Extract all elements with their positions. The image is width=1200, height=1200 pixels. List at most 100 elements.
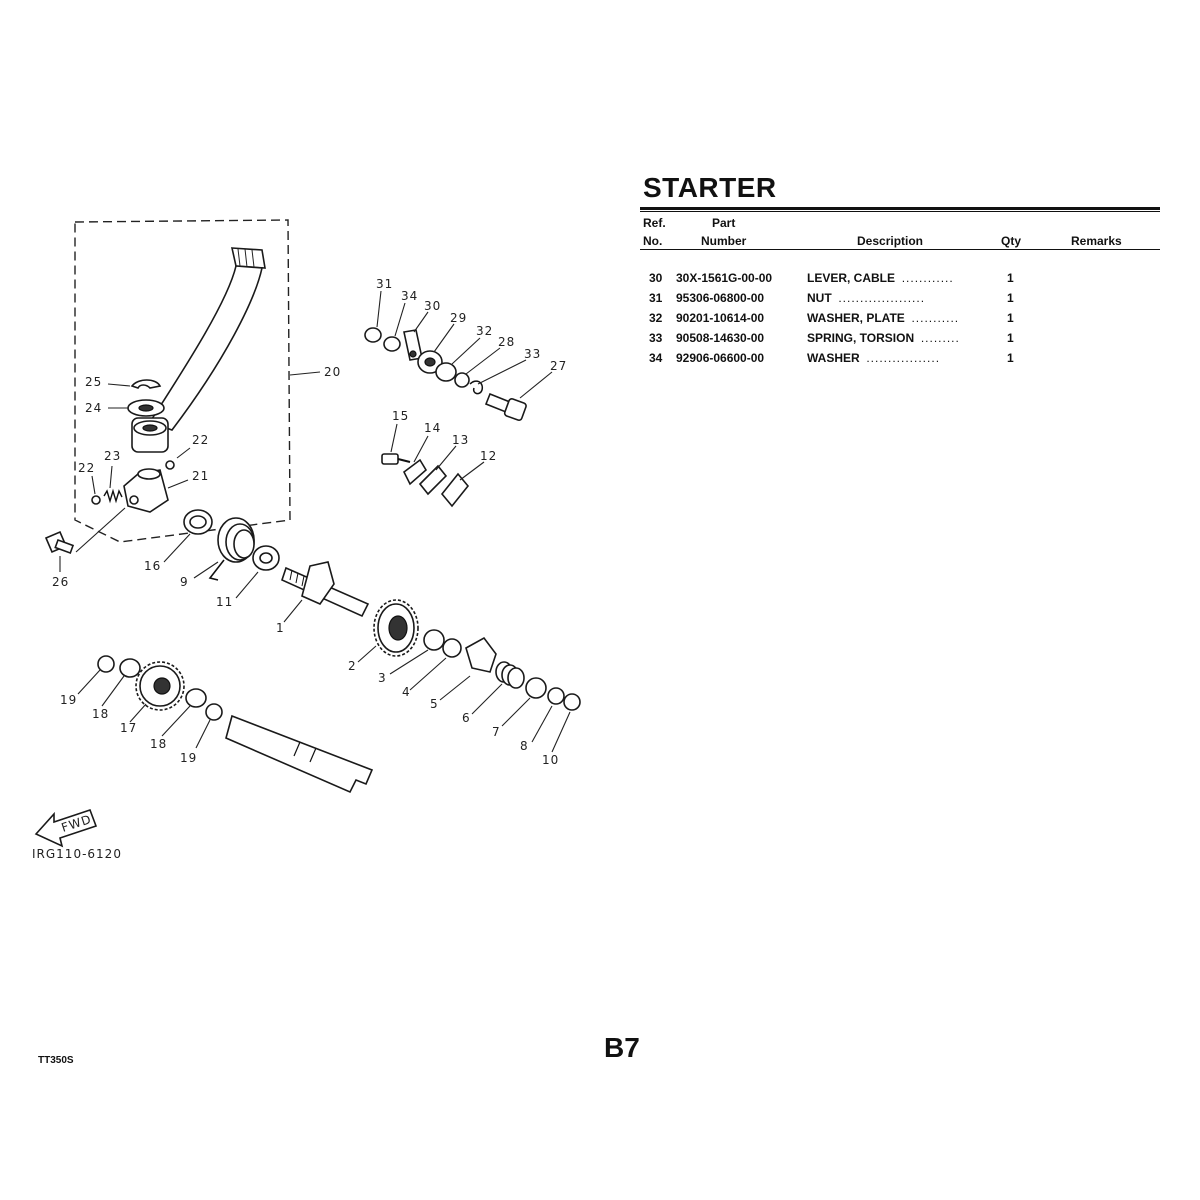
- leader-dots: .........: [920, 331, 960, 345]
- header-part-bottom: Number: [701, 234, 747, 248]
- clip-part: [130, 379, 162, 389]
- part-number: 90201-10614-00: [676, 311, 765, 325]
- ref-number: 31: [649, 291, 663, 305]
- callout-4: 4: [402, 685, 411, 699]
- title-rule: [640, 207, 1160, 210]
- washer-part: [547, 687, 565, 705]
- header-description: Description: [857, 234, 924, 248]
- exploded-parts-diagram: FWD IRG110-6120 31 34 30 29 32 28 33 27 …: [32, 219, 581, 861]
- part-description: NUT: [807, 291, 832, 305]
- callout-30: 30: [424, 299, 441, 313]
- quantity: 1: [1007, 271, 1014, 285]
- callout-1: 1: [276, 621, 285, 635]
- callout-6: 6: [462, 711, 471, 725]
- part-number: 30X-1561G-00-00: [676, 271, 773, 285]
- callout-23: 23: [104, 449, 121, 463]
- callout-18: 18: [92, 707, 109, 721]
- callout-22: 22: [192, 433, 209, 447]
- page-identifier: B7: [604, 1032, 640, 1063]
- circlip-part: [97, 655, 115, 673]
- table-row: 34 92906-06600-00 WASHER ...............…: [640, 351, 1160, 371]
- callout-20: 20: [324, 365, 341, 379]
- header-rule: [640, 249, 1160, 250]
- idle-gear-part: [135, 661, 185, 711]
- callout-25: 25: [85, 375, 102, 389]
- washer-part: [525, 677, 547, 699]
- ref-number: 30: [649, 271, 663, 285]
- circlip-part: [442, 638, 462, 658]
- callout-22b: 22: [78, 461, 95, 475]
- spring-part: [103, 488, 123, 504]
- kick-lever-part: [131, 247, 266, 453]
- quantity: 1: [1007, 291, 1014, 305]
- callout-9: 9: [180, 575, 189, 589]
- callout-18b: 18: [150, 737, 167, 751]
- callout-26: 26: [52, 575, 69, 589]
- table-row: 30 30X-1561G-00-00 LEVER, CABLE ........…: [640, 271, 1160, 291]
- callout-19: 19: [60, 693, 77, 707]
- title-rule-thin: [640, 211, 1160, 212]
- torsion-spring-part: [208, 517, 255, 581]
- callout-29: 29: [450, 311, 467, 325]
- callout-24: 24: [85, 401, 102, 415]
- callout-7: 7: [492, 725, 501, 739]
- washer-part: [423, 629, 445, 651]
- ref-number: 34: [649, 351, 663, 365]
- callout-32: 32: [476, 324, 493, 338]
- callout-28: 28: [498, 335, 515, 349]
- part-number: 92906-06600-00: [676, 351, 765, 365]
- quantity: 1: [1007, 311, 1014, 325]
- leader-dots: ............: [901, 271, 954, 285]
- callout-21: 21: [192, 469, 209, 483]
- forward-arrow-icon: FWD: [34, 808, 98, 848]
- callout-15: 15: [392, 409, 409, 423]
- part-number: 90508-14630-00: [676, 331, 765, 345]
- callout-5: 5: [430, 697, 439, 711]
- header-ref-top: Ref.: [643, 216, 666, 230]
- ref-number: 33: [649, 331, 663, 345]
- table-row: 33 90508-14630-00 SPRING, TORSION ......…: [640, 331, 1160, 351]
- callout-labels: 31 34 30 29 32 28 33 27 20 25 24 22 23 2…: [52, 277, 567, 767]
- washer-part: [119, 658, 141, 678]
- leader-dots: ....................: [838, 291, 926, 305]
- circlip-part: [563, 693, 581, 711]
- part-description: SPRING, TORSION: [807, 331, 915, 345]
- quantity: 1: [1007, 331, 1014, 345]
- lever-boss-part: [123, 468, 169, 513]
- part-description: LEVER, CABLE: [807, 271, 896, 285]
- header-part-top: Part: [712, 216, 736, 230]
- callout-27: 27: [550, 359, 567, 373]
- part-number: 95306-06800-00: [676, 291, 765, 305]
- callout-17: 17: [120, 721, 137, 735]
- header-remarks: Remarks: [1071, 234, 1122, 248]
- callout-3: 3: [378, 671, 387, 685]
- ref-number: 32: [649, 311, 663, 325]
- callout-8: 8: [520, 739, 529, 753]
- table-row: 32 90201-10614-00 WASHER, PLATE ........…: [640, 311, 1160, 331]
- bolt-part: [44, 530, 75, 555]
- callout-13: 13: [452, 433, 469, 447]
- header-ref-bottom: No.: [643, 234, 663, 248]
- quantity: 1: [1007, 351, 1014, 365]
- ratchet-spring-part: [495, 661, 525, 689]
- callout-14: 14: [424, 421, 441, 435]
- callout-2: 2: [348, 659, 357, 673]
- part-description: WASHER: [807, 351, 860, 365]
- kick-gear-part: [373, 599, 419, 657]
- table-row: 31 95306-06800-00 NUT ..................…: [640, 291, 1160, 311]
- callout-31: 31: [376, 277, 393, 291]
- ball-part: [91, 495, 101, 505]
- page-title: STARTER: [643, 172, 777, 203]
- callout-34: 34: [401, 289, 418, 303]
- callout-33: 33: [524, 347, 541, 361]
- cable-lever-cluster: [364, 327, 527, 422]
- stopper-cluster: [381, 453, 470, 508]
- ball-part: [165, 460, 175, 470]
- ratchet-part: [465, 636, 497, 673]
- washer-part: [185, 688, 207, 708]
- assembly-boundary: [74, 219, 291, 543]
- callout-16: 16: [144, 559, 161, 573]
- drawing-code: IRG110-6120: [32, 847, 122, 861]
- parts-table-body: 30 30X-1561G-00-00 LEVER, CABLE ........…: [640, 271, 1160, 371]
- circlip-part: [205, 703, 223, 721]
